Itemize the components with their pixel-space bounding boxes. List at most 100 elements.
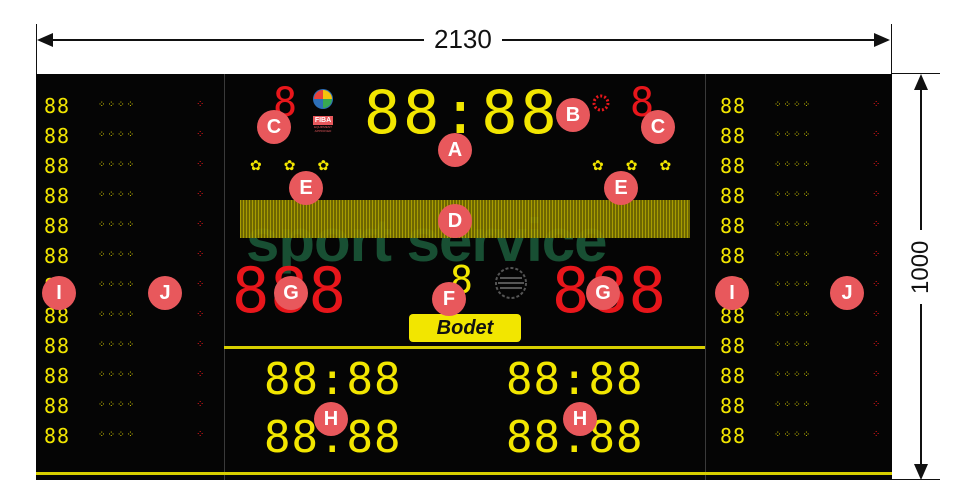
marker-b: B: [556, 98, 590, 132]
player-number: 88: [720, 124, 747, 148]
timer-right-top: 88:88: [506, 354, 644, 405]
player-fouls-dots: ⁘⁘⁘⁘: [774, 430, 813, 440]
width-extension-right: [891, 24, 892, 74]
player-indicator-dot: ⁘: [872, 279, 881, 290]
arrow-left-icon: [37, 33, 53, 47]
player-indicator-dot: ⁘: [872, 99, 881, 110]
player-indicator-dot: ⁘: [196, 219, 205, 230]
player-number: 88: [720, 334, 747, 358]
player-fouls-dots: ⁘⁘⁘⁘: [98, 190, 137, 200]
player-number: 88: [720, 154, 747, 178]
player-indicator-dot: ⁘: [196, 189, 205, 200]
arrow-right-icon: [874, 33, 890, 47]
width-extension-left: [36, 24, 37, 74]
player-indicator-dot: ⁘: [196, 99, 205, 110]
player-number: 88: [720, 184, 747, 208]
player-number: 88: [44, 214, 71, 238]
fiba-globe-icon: [313, 89, 333, 109]
player-indicator-dot: ⁘: [196, 159, 205, 170]
player-fouls-dots: ⁘⁘⁘⁘: [98, 130, 137, 140]
player-fouls-dots: ⁘⁘⁘⁘: [774, 220, 813, 230]
player-fouls-dots: ⁘⁘⁘⁘: [98, 280, 137, 290]
player-number: 88: [44, 154, 71, 178]
player-number: 88: [720, 244, 747, 268]
width-label: 2130: [424, 24, 502, 55]
marker-c-left: C: [257, 110, 291, 144]
player-indicator-dot: ⁘: [872, 339, 881, 350]
player-fouls-dots: ⁘⁘⁘⁘: [774, 130, 813, 140]
player-fouls-dots: ⁘⁘⁘⁘: [774, 100, 813, 110]
marker-h-right: H: [563, 402, 597, 436]
arrow-down-icon: [914, 464, 928, 480]
timer-left-top: 88:88: [264, 354, 402, 405]
player-number: 88: [44, 334, 71, 358]
marker-e-left: E: [289, 171, 323, 205]
player-indicator-dot: ⁘: [196, 279, 205, 290]
player-number: 88: [44, 364, 71, 388]
player-number: 88: [720, 394, 747, 418]
player-fouls-dots: ⁘⁘⁘⁘: [98, 340, 137, 350]
player-fouls-dots: ⁘⁘⁘⁘: [774, 250, 813, 260]
player-indicator-dot: ⁘: [872, 159, 881, 170]
player-indicator-dot: ⁘: [196, 129, 205, 140]
player-indicator-dot: ⁘: [872, 249, 881, 260]
marker-c-right: C: [641, 110, 675, 144]
bottom-yellow-line: [36, 472, 892, 475]
player-fouls-dots: ⁘⁘⁘⁘: [98, 250, 137, 260]
player-number: 88: [44, 394, 71, 418]
player-indicator-dot: ⁘: [872, 429, 881, 440]
player-indicator-dot: ⁘: [872, 189, 881, 200]
player-indicator-dot: ⁘: [196, 369, 205, 380]
height-extension-top: [892, 73, 940, 74]
player-fouls-dots: ⁘⁘⁘⁘: [774, 190, 813, 200]
player-number: 88: [44, 424, 71, 448]
player-fouls-dots: ⁘⁘⁘⁘: [774, 400, 813, 410]
marker-e-right: E: [604, 171, 638, 205]
player-indicator-dot: ⁘: [196, 309, 205, 320]
player-number: 88: [44, 124, 71, 148]
player-fouls-dots: ⁘⁘⁘⁘: [98, 400, 137, 410]
player-fouls-dots: ⁘⁘⁘⁘: [98, 220, 137, 230]
player-indicator-dot: ⁘: [872, 369, 881, 380]
speaker-grille-icon: [495, 267, 527, 299]
player-number: 88: [44, 184, 71, 208]
player-number: 88: [720, 214, 747, 238]
team-fouls-left: ✿✿✿: [250, 158, 352, 174]
player-number: 88: [44, 94, 71, 118]
divider-left: [224, 74, 225, 480]
marker-i-left: I: [42, 276, 76, 310]
player-fouls-dots: ⁘⁘⁘⁘: [98, 100, 137, 110]
divider-right: [705, 74, 706, 480]
player-number: 88: [44, 244, 71, 268]
marker-a: A: [438, 133, 472, 167]
player-number: 88: [720, 364, 747, 388]
height-label: 1000: [904, 230, 938, 304]
player-number: 88: [720, 94, 747, 118]
player-indicator-dot: ⁘: [196, 249, 205, 260]
player-indicator-dot: ⁘: [196, 339, 205, 350]
horn-indicator-icon: [592, 94, 610, 112]
marker-j-right: J: [830, 276, 864, 310]
player-indicator-dot: ⁘: [872, 309, 881, 320]
player-fouls-dots: ⁘⁘⁘⁘: [98, 160, 137, 170]
player-fouls-dots: ⁘⁘⁘⁘: [98, 430, 137, 440]
player-fouls-dots: ⁘⁘⁘⁘: [98, 370, 137, 380]
player-fouls-dots: ⁘⁘⁘⁘: [774, 280, 813, 290]
fiba-label: FIBA: [313, 116, 333, 125]
arrow-up-icon: [914, 74, 928, 90]
center-yellow-line: [224, 346, 705, 349]
fiba-subtitle: EQUIPMENT APPROVED: [314, 125, 332, 133]
team-fouls-right: ✿✿✿: [592, 158, 694, 174]
marker-g-right: G: [586, 276, 620, 310]
player-number: 88: [720, 424, 747, 448]
player-fouls-dots: ⁘⁘⁘⁘: [98, 310, 137, 320]
player-indicator-dot: ⁘: [872, 129, 881, 140]
player-indicator-dot: ⁘: [196, 429, 205, 440]
player-fouls-dots: ⁘⁘⁘⁘: [774, 160, 813, 170]
player-indicator-dot: ⁘: [872, 399, 881, 410]
bodet-logo: Bodet: [409, 314, 521, 342]
player-fouls-dots: ⁘⁘⁘⁘: [774, 310, 813, 320]
marker-g-left: G: [274, 276, 308, 310]
marker-d: D: [438, 204, 472, 238]
player-indicator-dot: ⁘: [872, 219, 881, 230]
